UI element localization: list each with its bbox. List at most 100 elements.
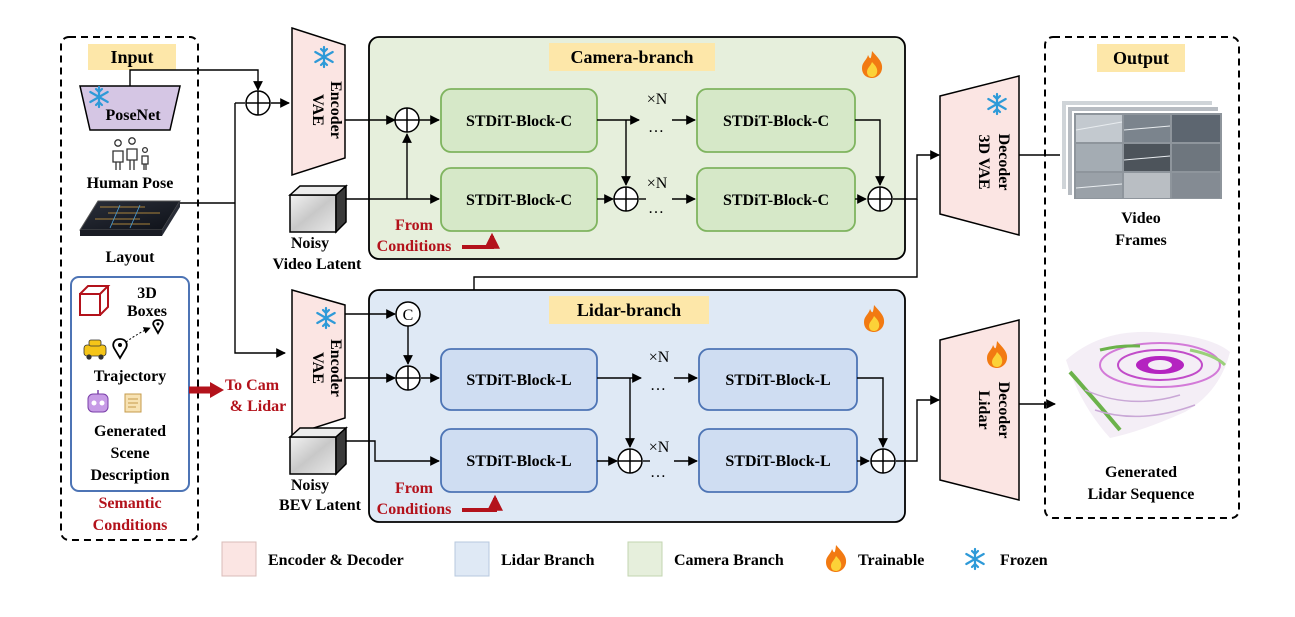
legend: Encoder & Decoder Lidar Branch Camera Br…: [221, 541, 1048, 577]
human-pose-label: Human Pose: [87, 175, 174, 192]
lidar-sequence-image: [1066, 331, 1230, 438]
noisy-video-label-line1: Noisy: [291, 235, 329, 252]
camera-repeat-top: ×N: [647, 91, 668, 108]
lidar-decoder-label-line2: Decoder: [995, 382, 1012, 439]
input-panel: Input PoseNet Human Pose Layout 3: [60, 36, 199, 541]
legend-trainable-label: Trainable: [858, 552, 924, 569]
output-title-bg: [1097, 44, 1185, 72]
lidar-condition-arrow: [462, 494, 503, 512]
lidar-block-bottom-right-label: STDiT-Block-L: [725, 453, 830, 470]
lidar-sequence-label-line1: Generated: [1105, 464, 1177, 481]
camera-3d-vae-decoder: 3D VAE Decoder: [939, 75, 1020, 236]
robot-icon: [87, 390, 109, 413]
semantic-label-line2: Conditions: [93, 517, 168, 534]
legend-swatch-lidar: [454, 541, 490, 577]
input-title-bg: [88, 44, 176, 70]
camera-decoder-label-line2: Decoder: [995, 134, 1012, 191]
camera-block-top-right-label: STDiT-Block-C: [723, 113, 829, 130]
lidar-connectors: [345, 309, 940, 466]
camera-sum-nodes: [394, 107, 893, 212]
semantic-label-line1: Semantic: [98, 495, 161, 512]
scene-label-line1: Generated: [94, 423, 166, 440]
camera-block-bottom-right-label: STDiT-Block-C: [723, 192, 829, 209]
camera-ellipsis-bottom: …: [648, 200, 664, 217]
boxes-label-line1: 3D: [137, 285, 157, 302]
video-frames-image: [1060, 99, 1224, 201]
legend-frozen-label: Frozen: [1000, 552, 1048, 569]
lidar-decoder: Lidar Decoder: [939, 319, 1020, 501]
camera-ellipsis-top: …: [648, 119, 664, 136]
lidar-repeat-top: ×N: [649, 349, 670, 366]
camera-encoder-label-line1: VAE: [309, 94, 326, 126]
camera-branch-panel: Camera-branch STDiT-Block-C STDiT-Block-…: [368, 36, 906, 260]
camera-block-top-left-label: STDiT-Block-C: [466, 113, 572, 130]
posenet-label: PoseNet: [105, 107, 161, 124]
output-title: Output: [1113, 48, 1169, 68]
legend-swatch-camera: [627, 541, 663, 577]
lidar-branch-title: Lidar-branch: [577, 300, 681, 320]
lidar-ellipsis-top: …: [650, 377, 666, 394]
lidar-vae-encoder: VAE Encoder: [291, 289, 346, 437]
camera-block-bottom-left: STDiT-Block-C: [440, 167, 598, 232]
lidar-branch-panel: Lidar-branch STDiT-Block-L STDiT-Block-L…: [368, 289, 906, 523]
noisy-video-latent-cube: [288, 184, 348, 234]
noisy-bev-label-line2: BEV Latent: [279, 497, 362, 514]
lidar-block-top-left: STDiT-Block-L: [440, 348, 598, 411]
legend-fire-icon: [826, 545, 847, 572]
camera-block-bottom-right: STDiT-Block-C: [696, 167, 856, 232]
lidar-decoder-label-line1: Lidar: [975, 390, 992, 429]
scene-label-line2: Scene: [110, 445, 149, 462]
lidar-sequence-label-line2: Lidar Sequence: [1088, 486, 1195, 503]
camera-condition-arrow: [462, 232, 500, 249]
lidar-branch-title-bg: [549, 296, 709, 324]
posenet-shape: [79, 85, 181, 131]
camera-encoder-label-line2: Encoder: [327, 81, 344, 139]
camera-from-label-line2: Conditions: [377, 238, 452, 255]
lidar-block-bottom-left: STDiT-Block-L: [440, 428, 598, 493]
layout-label: Layout: [106, 249, 156, 266]
camera-repeat-bottom: ×N: [647, 175, 668, 192]
video-frames-label-line1: Video: [1121, 210, 1160, 227]
taxi-icon: [83, 339, 107, 360]
lidar-repeat-bottom: ×N: [649, 439, 670, 456]
input-connectors: [129, 69, 290, 358]
noisy-bev-label-line1: Noisy: [291, 477, 329, 494]
trajectory-label: Trajectory: [94, 368, 167, 385]
cube-icon: [79, 285, 111, 316]
legend-snowflake-icon: [965, 547, 985, 571]
lidar-from-label-line1: From: [395, 480, 434, 497]
camera-block-top-left: STDiT-Block-C: [440, 88, 598, 153]
camera-from-label-line1: From: [395, 217, 434, 234]
output-panel: Output Video Frames: [1044, 36, 1240, 519]
lidar-encoder-label-line2: Encoder: [327, 339, 344, 397]
scene-label-line3: Description: [90, 467, 169, 484]
location-pin-icon: [112, 319, 164, 360]
lidar-from-label-line2: Conditions: [377, 501, 452, 518]
legend-encoder-label: Encoder & Decoder: [268, 552, 404, 569]
lidar-block-bottom-right: STDiT-Block-L: [698, 428, 858, 493]
lidar-nodes: C: [395, 301, 896, 474]
lidar-block-top-right-label: STDiT-Block-L: [725, 372, 830, 389]
lidar-block-top-left-label: STDiT-Block-L: [466, 372, 571, 389]
noisy-bev-latent-cube: [288, 426, 348, 476]
scroll-icon: [124, 393, 142, 413]
to-cam-label-line2: & Lidar: [230, 398, 286, 415]
legend-lidar-label: Lidar Branch: [501, 552, 595, 569]
lidar-ellipsis-bottom: …: [650, 464, 666, 481]
camera-branch-title-bg: [549, 43, 715, 71]
input-title: Input: [110, 47, 153, 67]
concat-node-label: C: [403, 307, 414, 324]
input-sum-node: [245, 90, 271, 116]
legend-swatch-encoder: [221, 541, 257, 577]
camera-branch-title: Camera-branch: [571, 47, 694, 67]
camera-block-top-right: STDiT-Block-C: [696, 88, 856, 153]
layout-icon: [79, 200, 181, 236]
noisy-video-label-line2: Video Latent: [273, 256, 362, 273]
lidar-encoder-label-line1: VAE: [309, 352, 326, 384]
to-cam-label-line1: To Cam: [225, 377, 280, 394]
camera-vae-encoder: VAE Encoder: [291, 26, 346, 177]
lidar-block-top-right: STDiT-Block-L: [698, 348, 858, 411]
boxes-label-line2: Boxes: [127, 303, 167, 320]
to-cam-lidar-arrow: To Cam & Lidar: [189, 377, 286, 415]
